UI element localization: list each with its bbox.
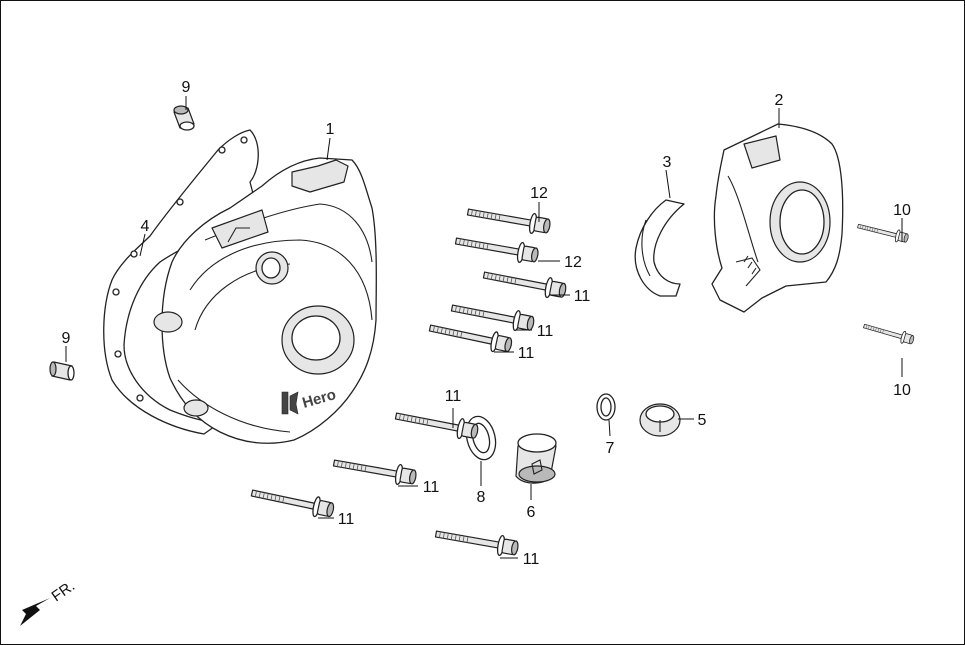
callout-7: 7 [606,440,615,457]
bolt-11-g [433,523,521,559]
callout-10-lower: 10 [893,382,911,399]
callout-1: 1 [326,121,335,138]
front-arrow-icon [20,598,50,626]
callout-11-c: 11 [518,345,535,362]
sprocket-cover [711,123,844,313]
callout-3: 3 [663,154,672,171]
callout-9-lower: 9 [62,330,71,347]
bolt-11-f [249,482,336,521]
callout-11-e: 11 [423,479,440,496]
dowel-pin-upper [173,105,195,131]
front-direction-indicator: FR. [20,577,78,626]
callout-11-b: 11 [537,323,554,340]
callout-11-g: 11 [523,551,540,568]
front-direction-label: FR. [49,577,79,605]
callout-11-d: 11 [445,388,462,405]
leader-lines [65,96,903,559]
o-ring [596,393,616,421]
callout-2: 2 [775,92,784,109]
bolt-11-e [331,452,419,488]
callout-11-f: 11 [338,511,355,528]
callout-labels: 1 2 3 4 5 6 7 8 9 9 10 10 11 11 11 11 11… [62,79,911,568]
inner-cover-guide [634,199,685,297]
callout-12-lower: 12 [564,254,582,271]
callout-12-upper: 12 [530,185,548,202]
crankshaft-hole-cap [515,433,557,484]
bolt-10-upper [856,219,910,245]
washer [465,415,497,461]
callout-6: 6 [527,504,536,521]
callout-9-upper: 9 [182,79,191,96]
callout-4: 4 [141,218,150,235]
bolt-11-d [393,405,481,443]
bolt-11-c [427,317,514,356]
callout-8: 8 [477,489,486,506]
callout-10-upper: 10 [893,202,911,219]
bolt-11-b [449,297,537,335]
bolt-12-lower [453,230,541,266]
bolt-10-lower [861,319,916,347]
dowel-pin-lower [49,361,75,381]
timing-hole-cap [639,403,681,437]
callout-11-a: 11 [574,288,591,305]
callout-5: 5 [698,412,707,429]
left-crankcase-cover: Hero [153,157,377,444]
